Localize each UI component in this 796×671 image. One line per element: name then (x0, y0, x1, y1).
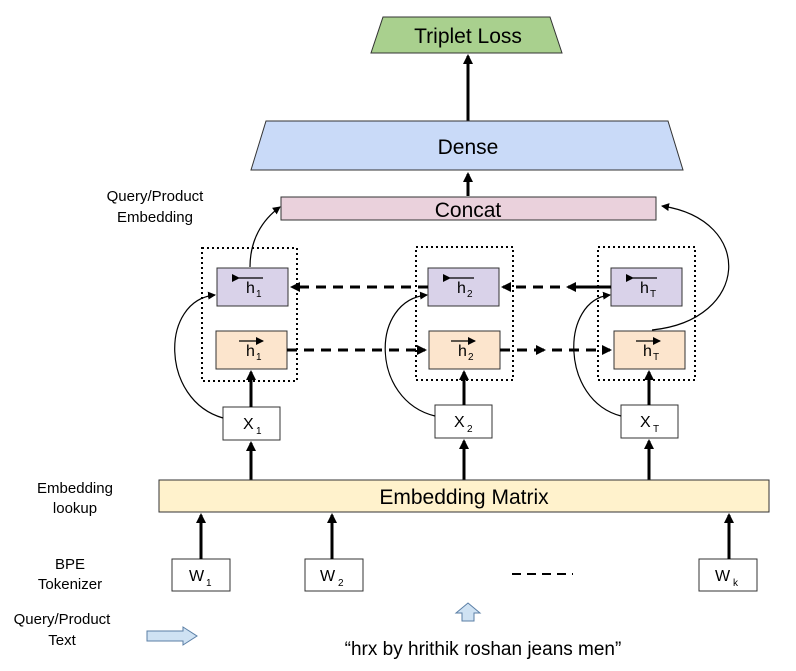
lstm-column-2: h 2 h 2 X 2 (384, 246, 514, 480)
token-w1: W 1 (171, 513, 231, 592)
svg-text:Text: Text (48, 632, 76, 649)
concat-block: Concat (280, 196, 657, 222)
curve-x2-to-backward (384, 291, 436, 417)
svg-text:X: X (640, 414, 651, 431)
svg-text:T: T (653, 424, 659, 435)
svg-text:T: T (653, 352, 659, 363)
dense-label: Dense (438, 136, 499, 159)
curve-x1-to-backward (174, 291, 224, 419)
svg-text:W: W (189, 568, 205, 585)
embedding-matrix-label: Embedding Matrix (379, 486, 549, 509)
backward-state-T: h T (610, 267, 683, 307)
svg-text:Tokenizer: Tokenizer (38, 576, 102, 593)
token-wk: W k (698, 513, 758, 592)
token-w2: W 2 (304, 513, 364, 592)
dense-block: Dense (250, 120, 684, 171)
svg-text:2: 2 (468, 352, 474, 363)
svg-text:h: h (643, 343, 652, 360)
triplet-loss-block: Triplet Loss (370, 16, 563, 54)
forward-state-2: h 2 (428, 330, 501, 370)
svg-text:2: 2 (338, 578, 344, 589)
svg-text:X: X (243, 416, 254, 433)
svg-text:h: h (458, 343, 467, 360)
svg-text:2: 2 (467, 424, 473, 435)
curve-h1-backward-to-concat (249, 206, 281, 268)
svg-text:Query/Product: Query/Product (14, 611, 112, 628)
svg-text:Query/Product: Query/Product (107, 188, 205, 205)
svg-text:lookup: lookup (53, 500, 97, 517)
triplet-loss-label: Triplet Loss (414, 25, 522, 48)
side-label-query-product-embedding: Query/Product Embedding (107, 188, 205, 226)
side-label-bpe-tokenizer: BPE Tokenizer (38, 556, 102, 593)
side-label-query-product-text: Query/Product Text (14, 611, 112, 649)
lstm-column-1: h 1 h 1 X 1 (174, 247, 298, 480)
svg-text:h: h (246, 280, 255, 297)
curve-hT-forward-to-concat (651, 203, 730, 331)
backward-state-1: h 1 (216, 267, 289, 307)
embedding-matrix-block: Embedding Matrix (158, 479, 770, 513)
input-x-2: X 2 (434, 404, 493, 439)
text-up-arrow (454, 602, 482, 622)
svg-text:h: h (640, 280, 649, 297)
svg-text:1: 1 (206, 578, 212, 589)
svg-text:1: 1 (256, 352, 262, 363)
lstm-column-T: h T h T X T (573, 246, 696, 480)
input-x-T: X T (620, 404, 679, 439)
svg-text:Embedding: Embedding (117, 209, 193, 226)
svg-text:BPE: BPE (55, 556, 85, 573)
svg-text:1: 1 (256, 426, 262, 437)
svg-text:1: 1 (256, 289, 262, 300)
svg-text:Embedding: Embedding (37, 480, 113, 497)
text-input-arrow (146, 626, 198, 646)
svg-text:2: 2 (467, 289, 473, 300)
concat-label: Concat (435, 199, 502, 222)
example-query-text: “hrx by hrithik roshan jeans men” (345, 639, 622, 660)
svg-text:k: k (733, 578, 739, 589)
forward-state-1: h 1 (215, 330, 288, 370)
svg-text:h: h (457, 280, 466, 297)
forward-state-T: h T (613, 330, 686, 370)
svg-text:T: T (650, 289, 656, 300)
svg-text:W: W (320, 568, 336, 585)
svg-text:W: W (715, 568, 731, 585)
backward-state-2: h 2 (427, 267, 500, 307)
input-x-1: X 1 (222, 406, 281, 441)
side-label-embedding-lookup: Embedding lookup (37, 480, 113, 517)
svg-text:h: h (246, 343, 255, 360)
svg-text:X: X (454, 414, 465, 431)
